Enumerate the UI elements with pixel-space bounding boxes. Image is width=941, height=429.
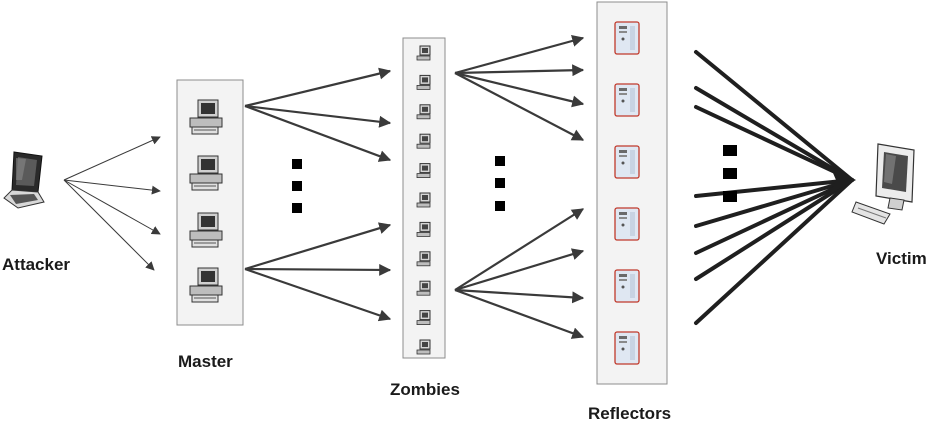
arrow-line xyxy=(244,222,392,271)
reflectors-panel xyxy=(596,1,668,385)
ellipsis-dots-zombies xyxy=(495,156,505,211)
small-computer-icon xyxy=(416,280,431,296)
attacker-to-master-arrows xyxy=(63,136,161,271)
arrow-line xyxy=(694,178,854,228)
arrow-line xyxy=(694,178,854,281)
server-tower-icon xyxy=(614,145,640,179)
server-tower-icon xyxy=(614,21,640,55)
small-computer-icon xyxy=(416,221,431,237)
arrow-line xyxy=(694,178,854,255)
ellipsis-dots-reflectors xyxy=(723,145,737,202)
arrow-line xyxy=(694,178,854,198)
arrow-line xyxy=(454,35,585,75)
reflectors-to-victim-arrows xyxy=(694,50,856,325)
arrow-line xyxy=(63,136,161,181)
master-computers xyxy=(189,99,223,303)
arrow-line xyxy=(63,179,161,235)
master-label: Master xyxy=(178,352,233,371)
arrow-line xyxy=(244,104,392,128)
small-computer-icon xyxy=(416,104,431,120)
arrow-line xyxy=(63,179,155,271)
arrow-line xyxy=(244,263,392,276)
small-computer-icon xyxy=(416,192,431,208)
attacker-label: Attacker xyxy=(2,255,71,274)
small-computer-icon xyxy=(416,310,431,326)
server-tower-icon xyxy=(614,269,640,303)
arrow-line xyxy=(454,71,585,108)
arrow-line xyxy=(454,288,585,304)
small-computer-icon xyxy=(416,163,431,179)
desktop-monitor-keyboard-icon xyxy=(851,143,915,225)
arrow-line xyxy=(454,288,585,339)
arrow-line xyxy=(244,267,392,322)
arrow-line xyxy=(454,208,585,291)
victim-label: Victim xyxy=(876,249,927,268)
desktop-computer-icon xyxy=(189,155,223,191)
arrow-line xyxy=(694,50,854,182)
arrow-line xyxy=(244,104,392,162)
victim-arrowhead xyxy=(830,166,856,194)
laptop-icon xyxy=(3,151,45,209)
small-computer-icon xyxy=(416,339,431,355)
arrow-line xyxy=(694,178,854,325)
zombies-label: Zombies xyxy=(390,380,460,399)
server-tower-icon xyxy=(614,83,640,117)
small-computer-icon xyxy=(416,133,431,149)
small-computer-icon xyxy=(416,251,431,267)
arrow-line xyxy=(63,179,161,195)
desktop-computer-icon xyxy=(189,99,223,135)
arrow-line xyxy=(454,72,585,141)
small-computer-icon xyxy=(416,74,431,90)
desktop-computer-icon xyxy=(189,267,223,303)
ellipsis-dots-master xyxy=(292,159,302,213)
arrow-line xyxy=(694,105,854,182)
zombie-computers xyxy=(416,45,431,355)
master-to-zombies-arrows xyxy=(244,67,392,322)
small-computer-icon xyxy=(416,45,431,61)
desktop-computer-icon xyxy=(189,212,223,248)
arrow-line xyxy=(454,64,585,77)
arrow-line xyxy=(694,86,854,182)
arrow-line xyxy=(454,248,585,292)
reflector-servers xyxy=(614,21,640,365)
zombies-to-reflectors-arrows xyxy=(454,35,585,339)
server-tower-icon xyxy=(614,207,640,241)
arrow-line xyxy=(244,67,392,108)
reflectors-label: Reflectors xyxy=(588,404,672,423)
server-tower-icon xyxy=(614,331,640,365)
